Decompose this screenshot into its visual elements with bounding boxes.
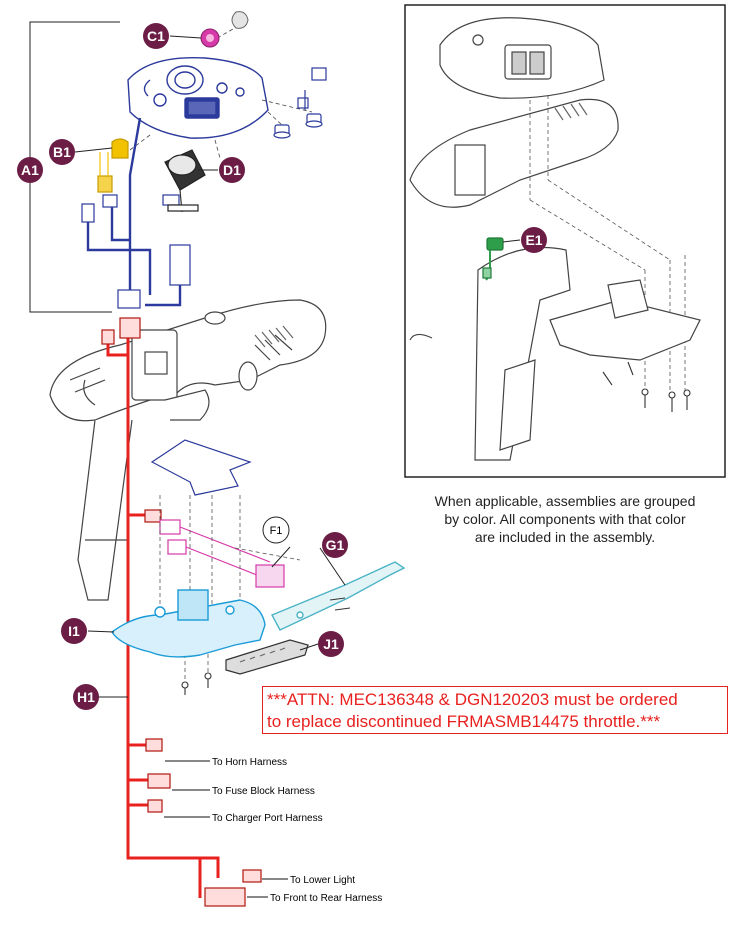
- svg-text:F1: F1: [270, 525, 283, 537]
- i1-part: [111, 589, 266, 658]
- color-grouping-note: When applicable, assemblies are grouped …: [405, 492, 725, 546]
- note-line-3: are included in the assembly.: [474, 529, 656, 545]
- label-charger-port-harness: To Charger Port Harness: [212, 813, 323, 824]
- f1-part: [159, 519, 285, 588]
- svg-text:D1: D1: [223, 162, 241, 178]
- j1-part: [225, 639, 309, 675]
- svg-text:I1: I1: [68, 623, 80, 639]
- svg-text:E1: E1: [525, 232, 542, 248]
- callout-i1: I1: [61, 618, 87, 644]
- console-screws: [273, 113, 323, 139]
- callout-b1: B1: [49, 139, 75, 165]
- side-switches: [297, 67, 327, 110]
- attention-line-2: to replace discontinued FRMASMB14475 thr…: [267, 712, 661, 731]
- throttle-screws: [181, 597, 351, 695]
- svg-text:B1: B1: [53, 144, 71, 160]
- b1-part: [97, 138, 129, 193]
- callout-c1: C1: [143, 23, 169, 49]
- svg-text:A1: A1: [21, 162, 39, 178]
- svg-text:G1: G1: [326, 537, 345, 553]
- callout-leaders: [74, 35, 346, 698]
- g1-part: [271, 561, 406, 631]
- svg-text:C1: C1: [147, 28, 165, 44]
- harness-leader-lines: [164, 760, 288, 898]
- inset-handlebar: [409, 98, 619, 341]
- e1-part: [482, 237, 504, 281]
- guide-lines: [129, 24, 313, 159]
- console-assembly: [127, 56, 269, 139]
- h1-connectors: [101, 317, 262, 907]
- attention-line-1: ***ATTN: MEC136348 & DGN120203 must be o…: [267, 690, 678, 709]
- svg-text:J1: J1: [323, 636, 339, 652]
- inset-screws: [602, 361, 691, 412]
- h1-harness: [106, 330, 220, 898]
- callout-j1: J1: [318, 631, 344, 657]
- c1-knob: [200, 11, 249, 48]
- attention-notice: ***ATTN: MEC136348 & DGN120203 must be o…: [262, 686, 728, 734]
- tiller-frame: [49, 299, 327, 601]
- d1-part: [164, 149, 206, 213]
- note-line-1: When applicable, assemblies are grouped: [434, 493, 696, 509]
- callout-e1: E1: [521, 227, 547, 253]
- label-lower-light: To Lower Light: [290, 875, 355, 886]
- label-horn-harness: To Horn Harness: [212, 757, 287, 768]
- label-front-to-rear-harness: To Front to Rear Harness: [270, 893, 382, 904]
- e1-leader: [502, 239, 521, 243]
- callout-f1: F1: [262, 516, 290, 544]
- inset-console: [439, 17, 605, 99]
- callout-a1: A1: [17, 157, 43, 183]
- note-line-2: by color. All components with that color: [444, 511, 686, 527]
- svg-text:H1: H1: [77, 689, 95, 705]
- callout-g1: G1: [322, 532, 348, 558]
- a1-bracket: [29, 21, 120, 313]
- throttle-plate: [150, 439, 252, 496]
- callout-d1: D1: [219, 157, 245, 183]
- label-fuse-block-harness: To Fuse Block Harness: [212, 786, 315, 797]
- callout-h1: H1: [73, 684, 99, 710]
- blue-connectors: [81, 194, 191, 309]
- blue-wiring: [86, 117, 182, 307]
